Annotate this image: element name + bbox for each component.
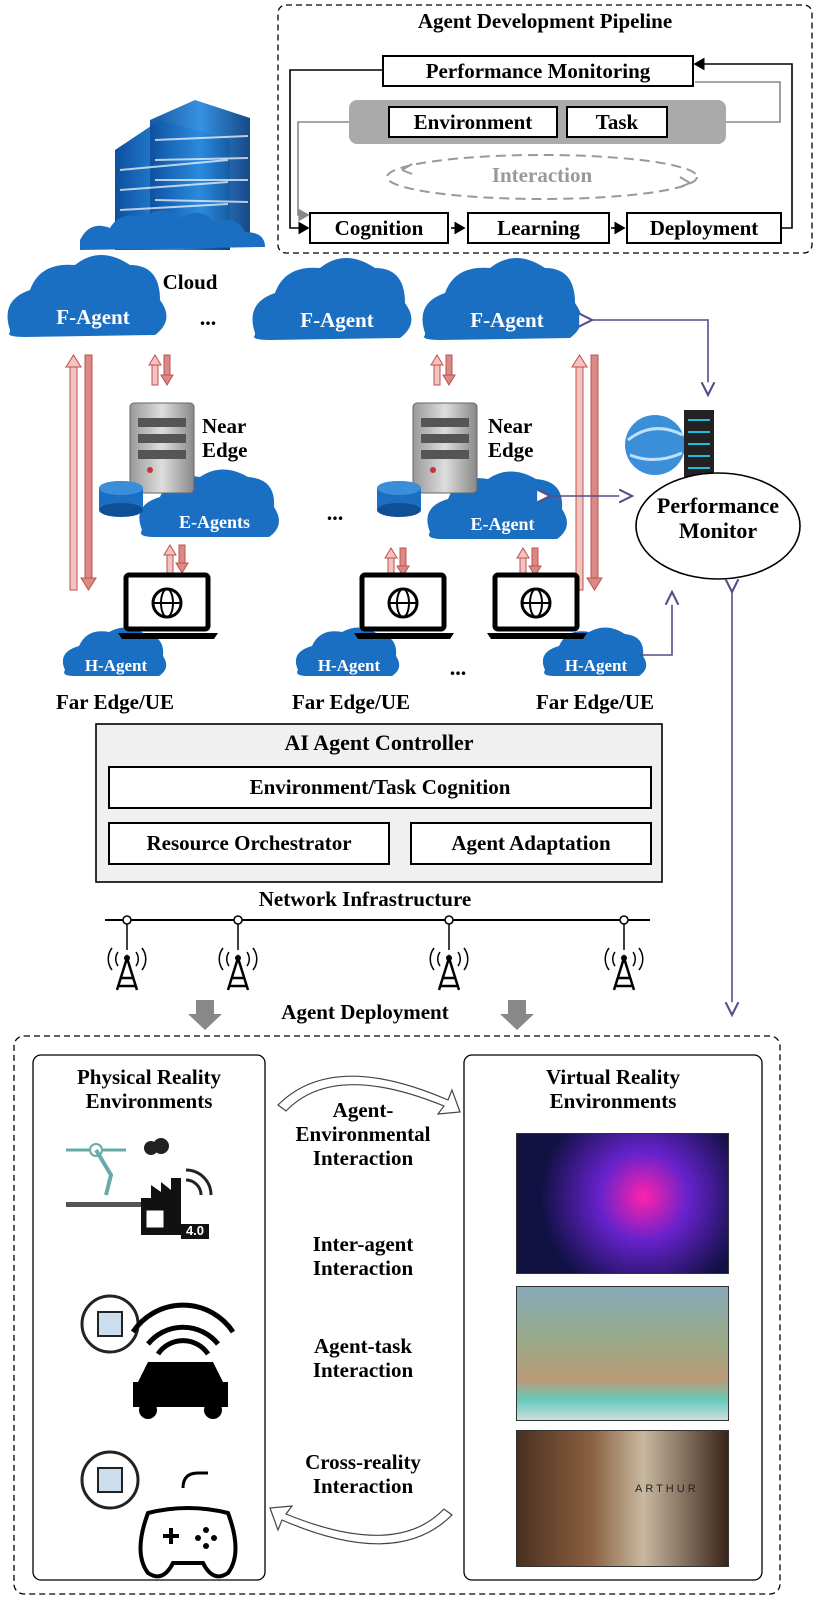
f-agent-cloud-2 [252,258,412,340]
cloud-label: Cloud [162,270,218,294]
h-agent-cloud-1 [62,627,167,676]
interaction-label-3: Agent-task Interaction [312,1334,414,1383]
agent-deployment-label: Agent Deployment [281,1000,449,1024]
near-edge-label-2: Near Edge [488,414,534,463]
deployment-box: Deployment [626,212,782,244]
cloud-datacenter-icon [80,100,265,250]
virtual-title: Virtual Reality Environments [546,1065,680,1114]
vr-office-image: ARTHUR [516,1430,729,1567]
network-infrastructure-label: Network Infrastructure [258,887,472,911]
deploy-arrow-left [188,1000,222,1030]
h-agent-label-3: H-Agent [564,656,628,675]
antenna-group [107,915,644,991]
near-edge-label-1: Near Edge [202,414,248,463]
interaction-label-2: Inter-agent Interaction [312,1232,414,1281]
laptop-icon-2 [354,572,454,639]
laptop-icon-3 [487,572,587,639]
interaction-label: Interaction [491,163,593,187]
far-edge-label-2: Far Edge/UE [291,690,411,714]
f-agent-label-1: F-Agent [56,305,130,329]
far-edge-label-1: Far Edge/UE [55,690,175,714]
performance-monitoring-box: Performance Monitoring [382,55,694,87]
physical-title: Physical Reality Environments [76,1065,222,1114]
ai-gamepad-icon [80,1450,238,1579]
ellipsis-bottom: ... [449,655,467,680]
deploy-arrow-right [500,1000,534,1030]
server-icon-2 [412,402,478,494]
e-agent-label: E-Agent [470,514,535,534]
pipeline-frame [277,4,813,254]
e-agents-label: E-Agents [179,512,250,532]
deployment-frame [13,1035,781,1595]
curved-arrow-top [277,1075,461,1115]
h-agent-cloud-2 [295,627,400,676]
curved-arrow-bottom [269,1505,453,1545]
industry-badge: 4.0 [181,1223,209,1239]
ellipsis-middle: ... [326,500,344,525]
performance-monitor-ellipse [635,472,801,580]
cognition-box: Cognition [309,212,449,244]
vr-headset-image [516,1133,729,1274]
task-box: Task [566,106,668,138]
server-icon-1 [129,402,195,494]
env-task-cognition-box: Environment/Task Cognition [108,766,652,809]
h-agent-cloud-3 [542,627,647,676]
far-edge-label-3: Far Edge/UE [535,690,655,714]
vr-avatars-image [516,1286,729,1421]
resource-orchestrator-box: Resource Orchestrator [108,822,390,865]
learning-box: Learning [467,212,610,244]
ellipsis-top: ... [199,305,217,330]
f-agent-cloud-1 [7,255,167,337]
h-agent-label-1: H-Agent [84,656,148,675]
environment-box: Environment [388,106,558,138]
database-icon-1 [99,481,143,517]
controller-title: AI Agent Controller [284,730,474,755]
laptop-icon-1 [118,572,218,639]
f-agent-cloud-3 [422,258,582,340]
interaction-label-1: Agent- Environmental Interaction [295,1098,431,1171]
smart-factory-icon [66,1138,213,1235]
pipeline-title: Agent Development Pipeline [417,9,673,33]
database-icon-2 [377,481,421,517]
arthur-logo: ARTHUR [635,1483,699,1495]
interaction-ellipse [386,154,698,200]
f-agent-label-2: F-Agent [300,308,374,332]
h-agent-label-2: H-Agent [317,656,381,675]
f-agent-label-3: F-Agent [470,308,544,332]
ai-car-icon [80,1294,236,1419]
performance-monitor-label: Performance Monitor [656,493,780,544]
interaction-label-4: Cross-reality Interaction [305,1450,421,1499]
agent-adaptation-box: Agent Adaptation [410,822,652,865]
